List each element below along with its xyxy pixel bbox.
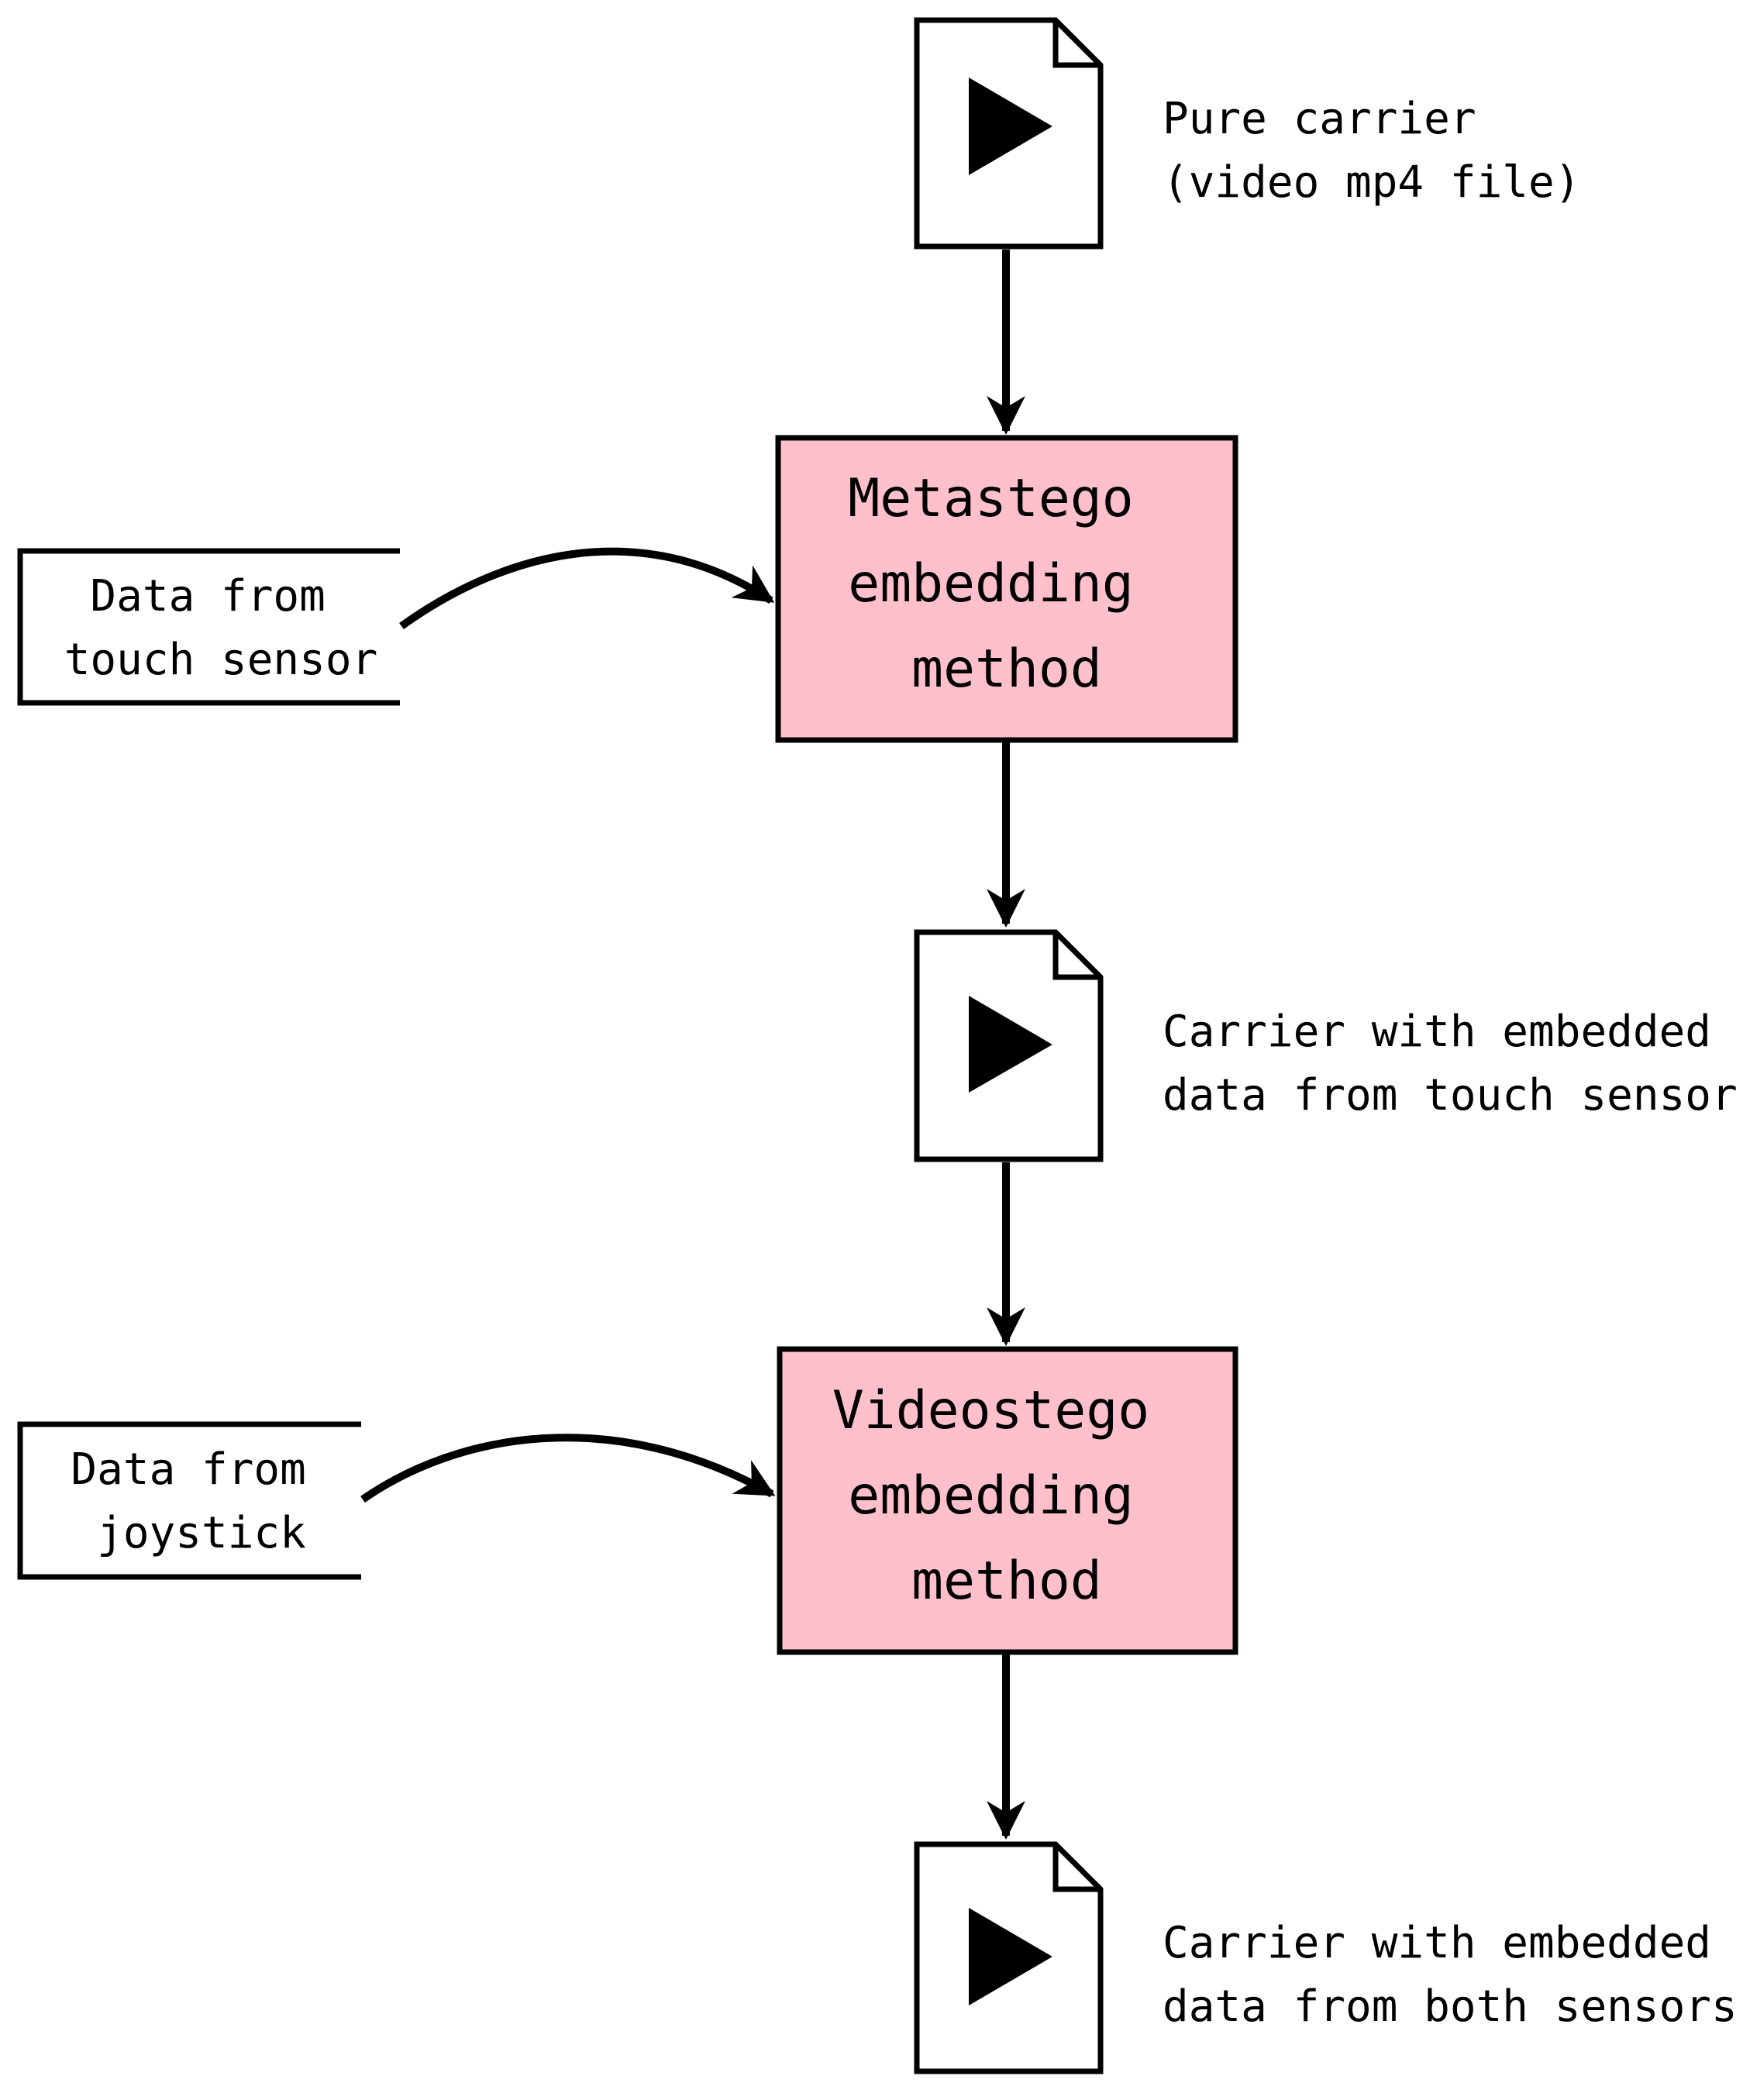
play-icon xyxy=(969,1908,1052,2005)
touch-sensor-data-store xyxy=(17,548,400,706)
carrier-both-label: Carrier with embedded data from both sen… xyxy=(1163,1918,1738,2032)
arrow-joystick-to-videostego xyxy=(360,1434,776,1503)
joystick-data-label: Data from joystick xyxy=(71,1444,332,1558)
carrier-touch-label: Carrier with embedded data from touch se… xyxy=(1163,1007,1738,1121)
pure-carrier-file xyxy=(914,17,1104,250)
carrier-touch-file xyxy=(914,929,1104,1162)
videostego-method-label: Videostego embedding method xyxy=(832,1380,1181,1612)
videostego-method-box xyxy=(777,1346,1238,1655)
touch-sensor-data-label: Data from touch sensor xyxy=(64,571,378,685)
pure-carrier-label: Pure carrier (video mp4 file) xyxy=(1163,94,1580,208)
carrier-both-file xyxy=(914,1841,1104,2074)
metastego-method-label: Metastego embedding method xyxy=(848,468,1165,700)
play-icon xyxy=(969,77,1052,175)
arrow-touch-sensor-to-metastego xyxy=(399,547,775,630)
joystick-data-store xyxy=(17,1421,361,1580)
play-icon xyxy=(969,996,1052,1093)
metastego-method-box xyxy=(775,435,1238,743)
